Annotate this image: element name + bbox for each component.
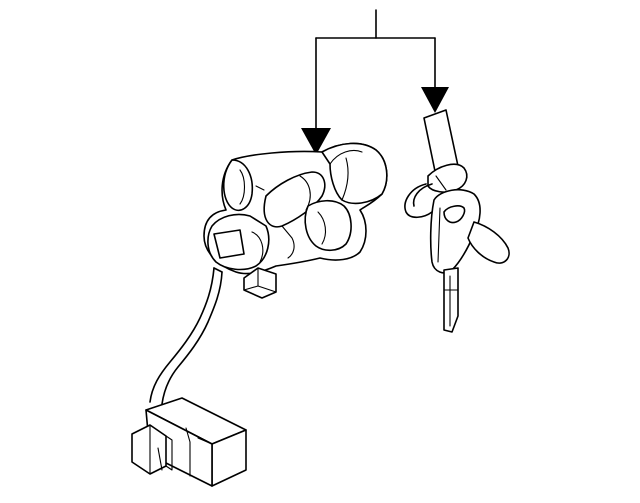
- arrow-to-key-icon: [421, 87, 449, 113]
- wire-harness: [149, 267, 223, 405]
- arrow-to-lock-icon: [301, 128, 331, 155]
- key-icon: [404, 109, 510, 333]
- callout-leader: [301, 9, 449, 155]
- lock-cylinder-icon: [203, 142, 388, 299]
- connector-icon: [131, 397, 247, 487]
